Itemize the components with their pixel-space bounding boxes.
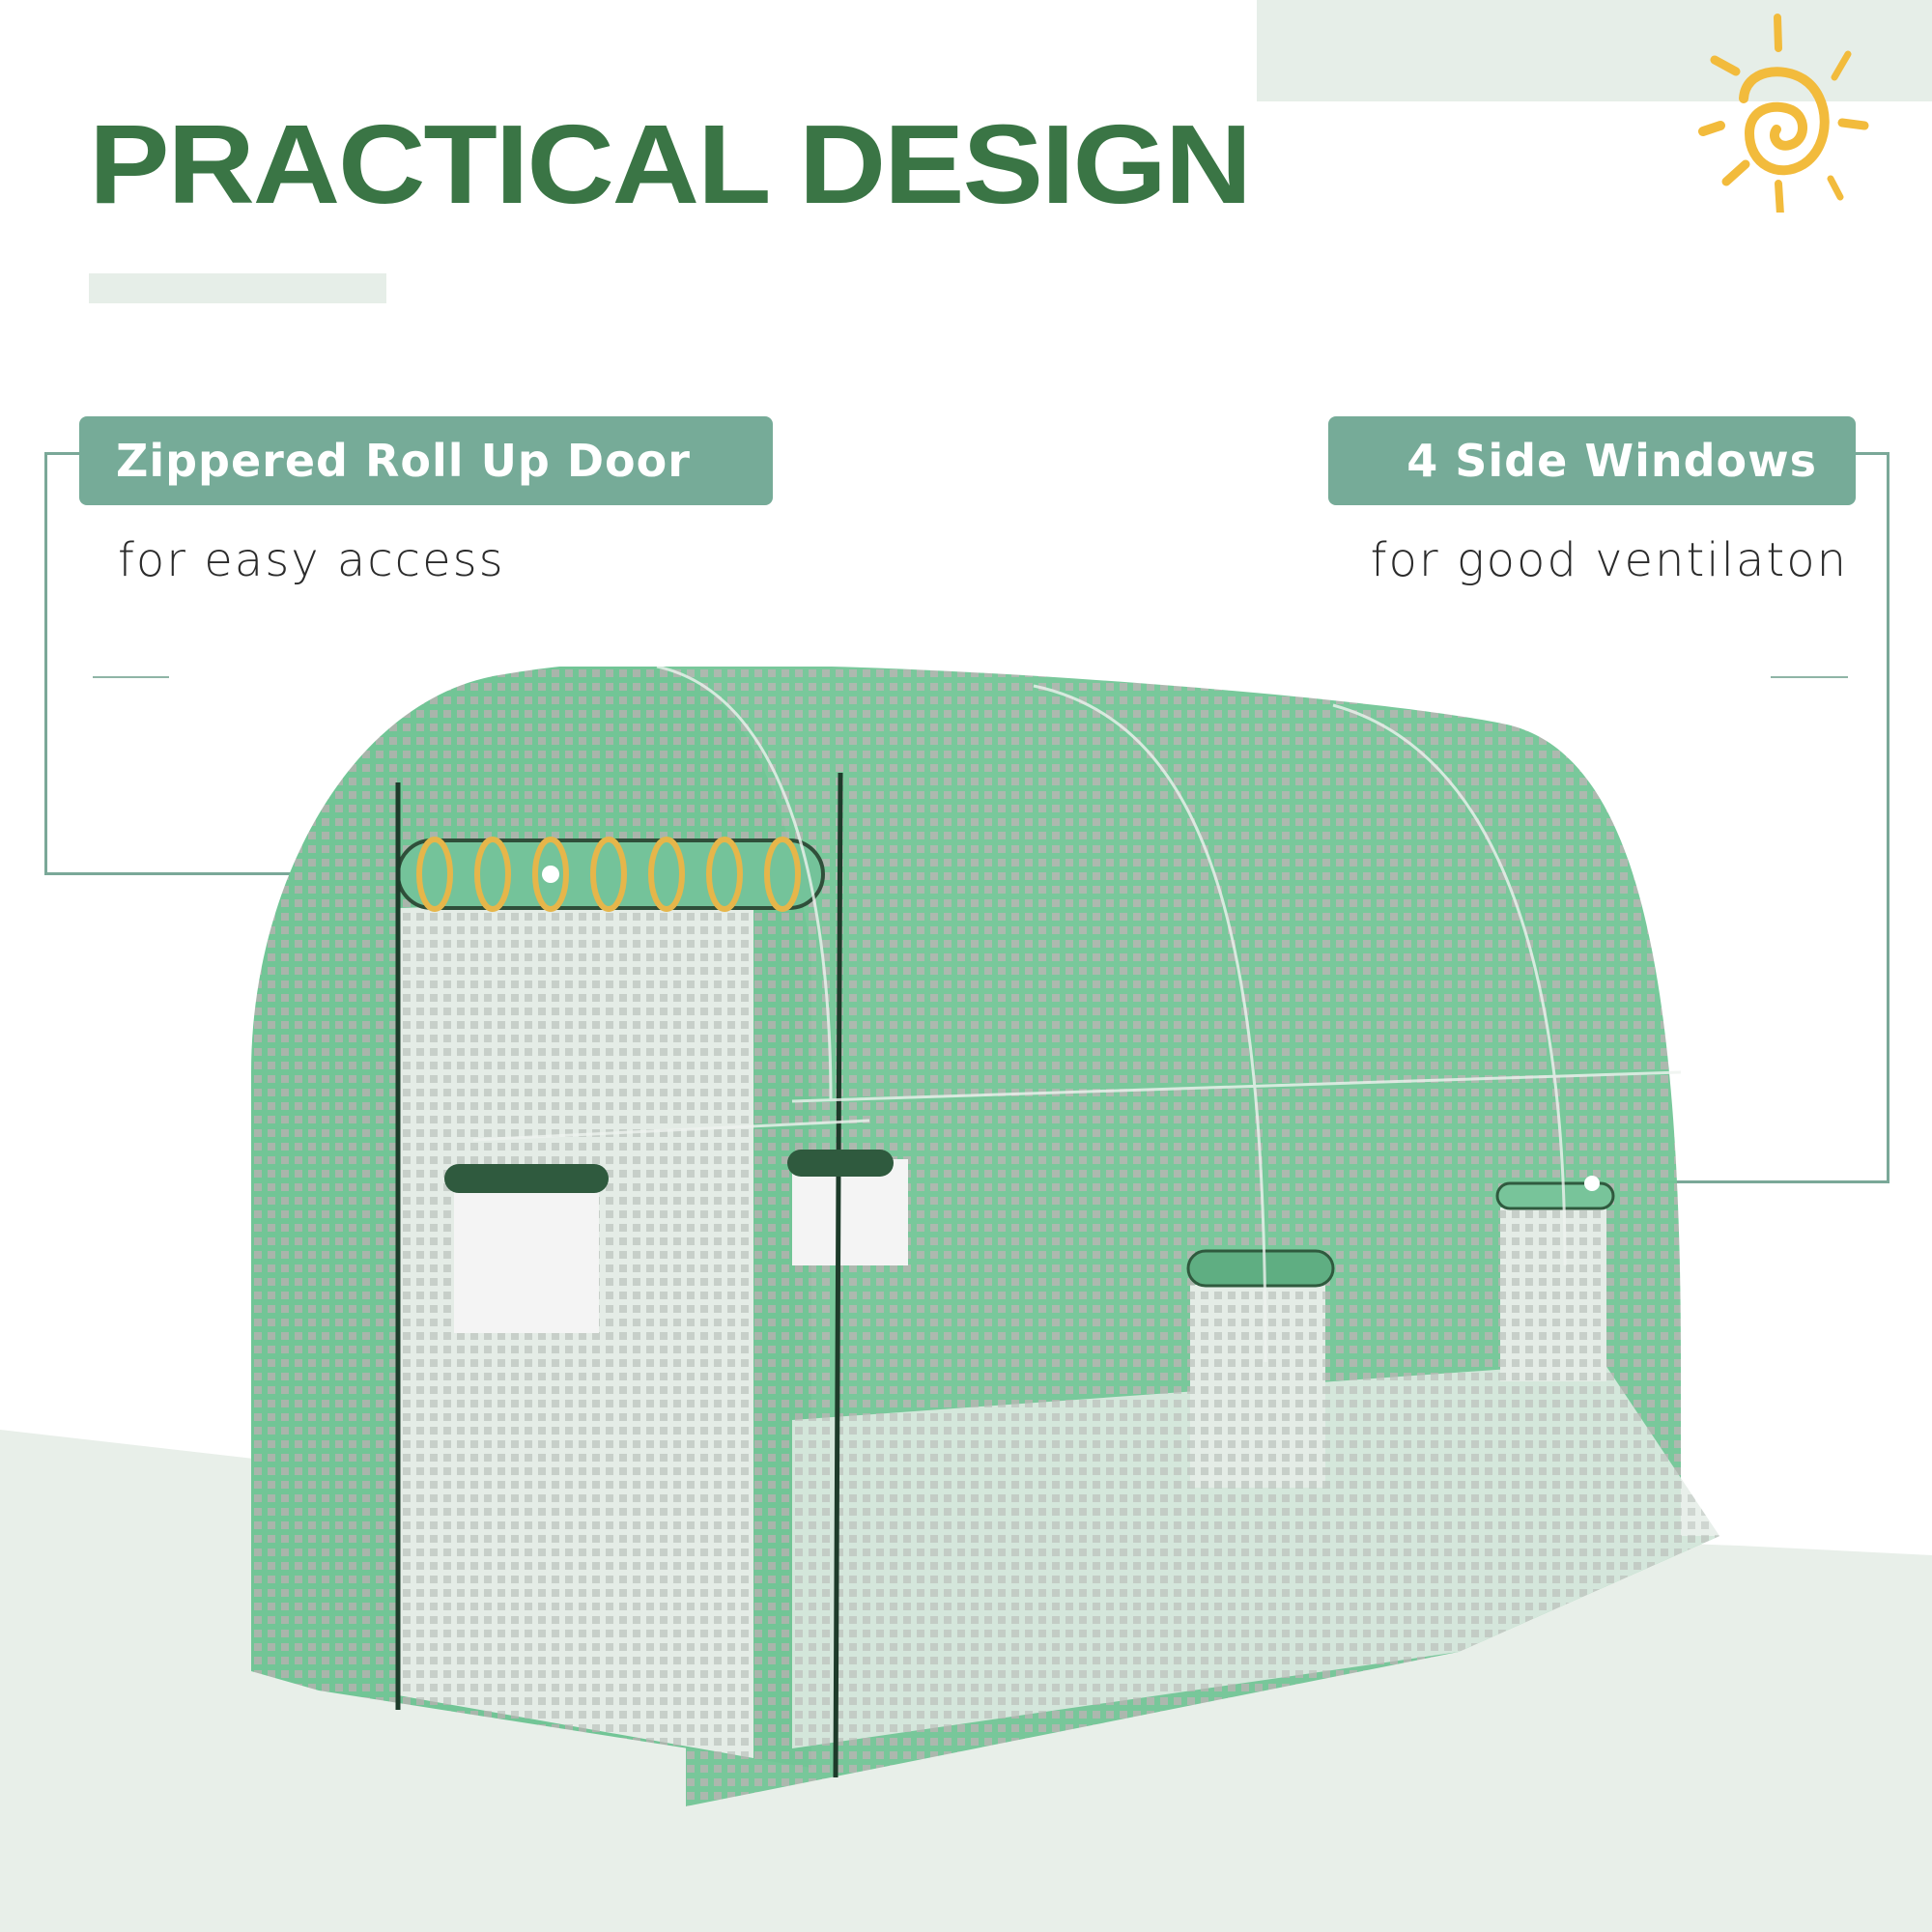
divider-dash-right <box>1771 676 1848 678</box>
connector-right-vertical <box>1887 452 1889 1182</box>
title-underline <box>89 273 386 303</box>
connector-left-bottom <box>44 872 412 875</box>
greenhouse-illustration <box>251 667 1719 1806</box>
connector-right-top <box>1856 452 1889 455</box>
feature-label-windows: 4 Side Windows <box>1328 416 1856 505</box>
feature-description-door: for easy access <box>118 533 505 587</box>
sun-icon <box>1698 14 1869 213</box>
page-title: PRACTICAL DESIGN <box>89 101 1252 227</box>
connector-left-top <box>44 452 79 455</box>
feature-description-windows: for good ventilaton <box>1370 533 1848 587</box>
connector-left-vertical <box>44 452 47 874</box>
top-accent-band <box>1257 0 1932 101</box>
divider-dash-left <box>93 676 169 678</box>
feature-label-door: Zippered Roll Up Door <box>79 416 773 505</box>
connector-right-bottom <box>1657 1180 1889 1183</box>
